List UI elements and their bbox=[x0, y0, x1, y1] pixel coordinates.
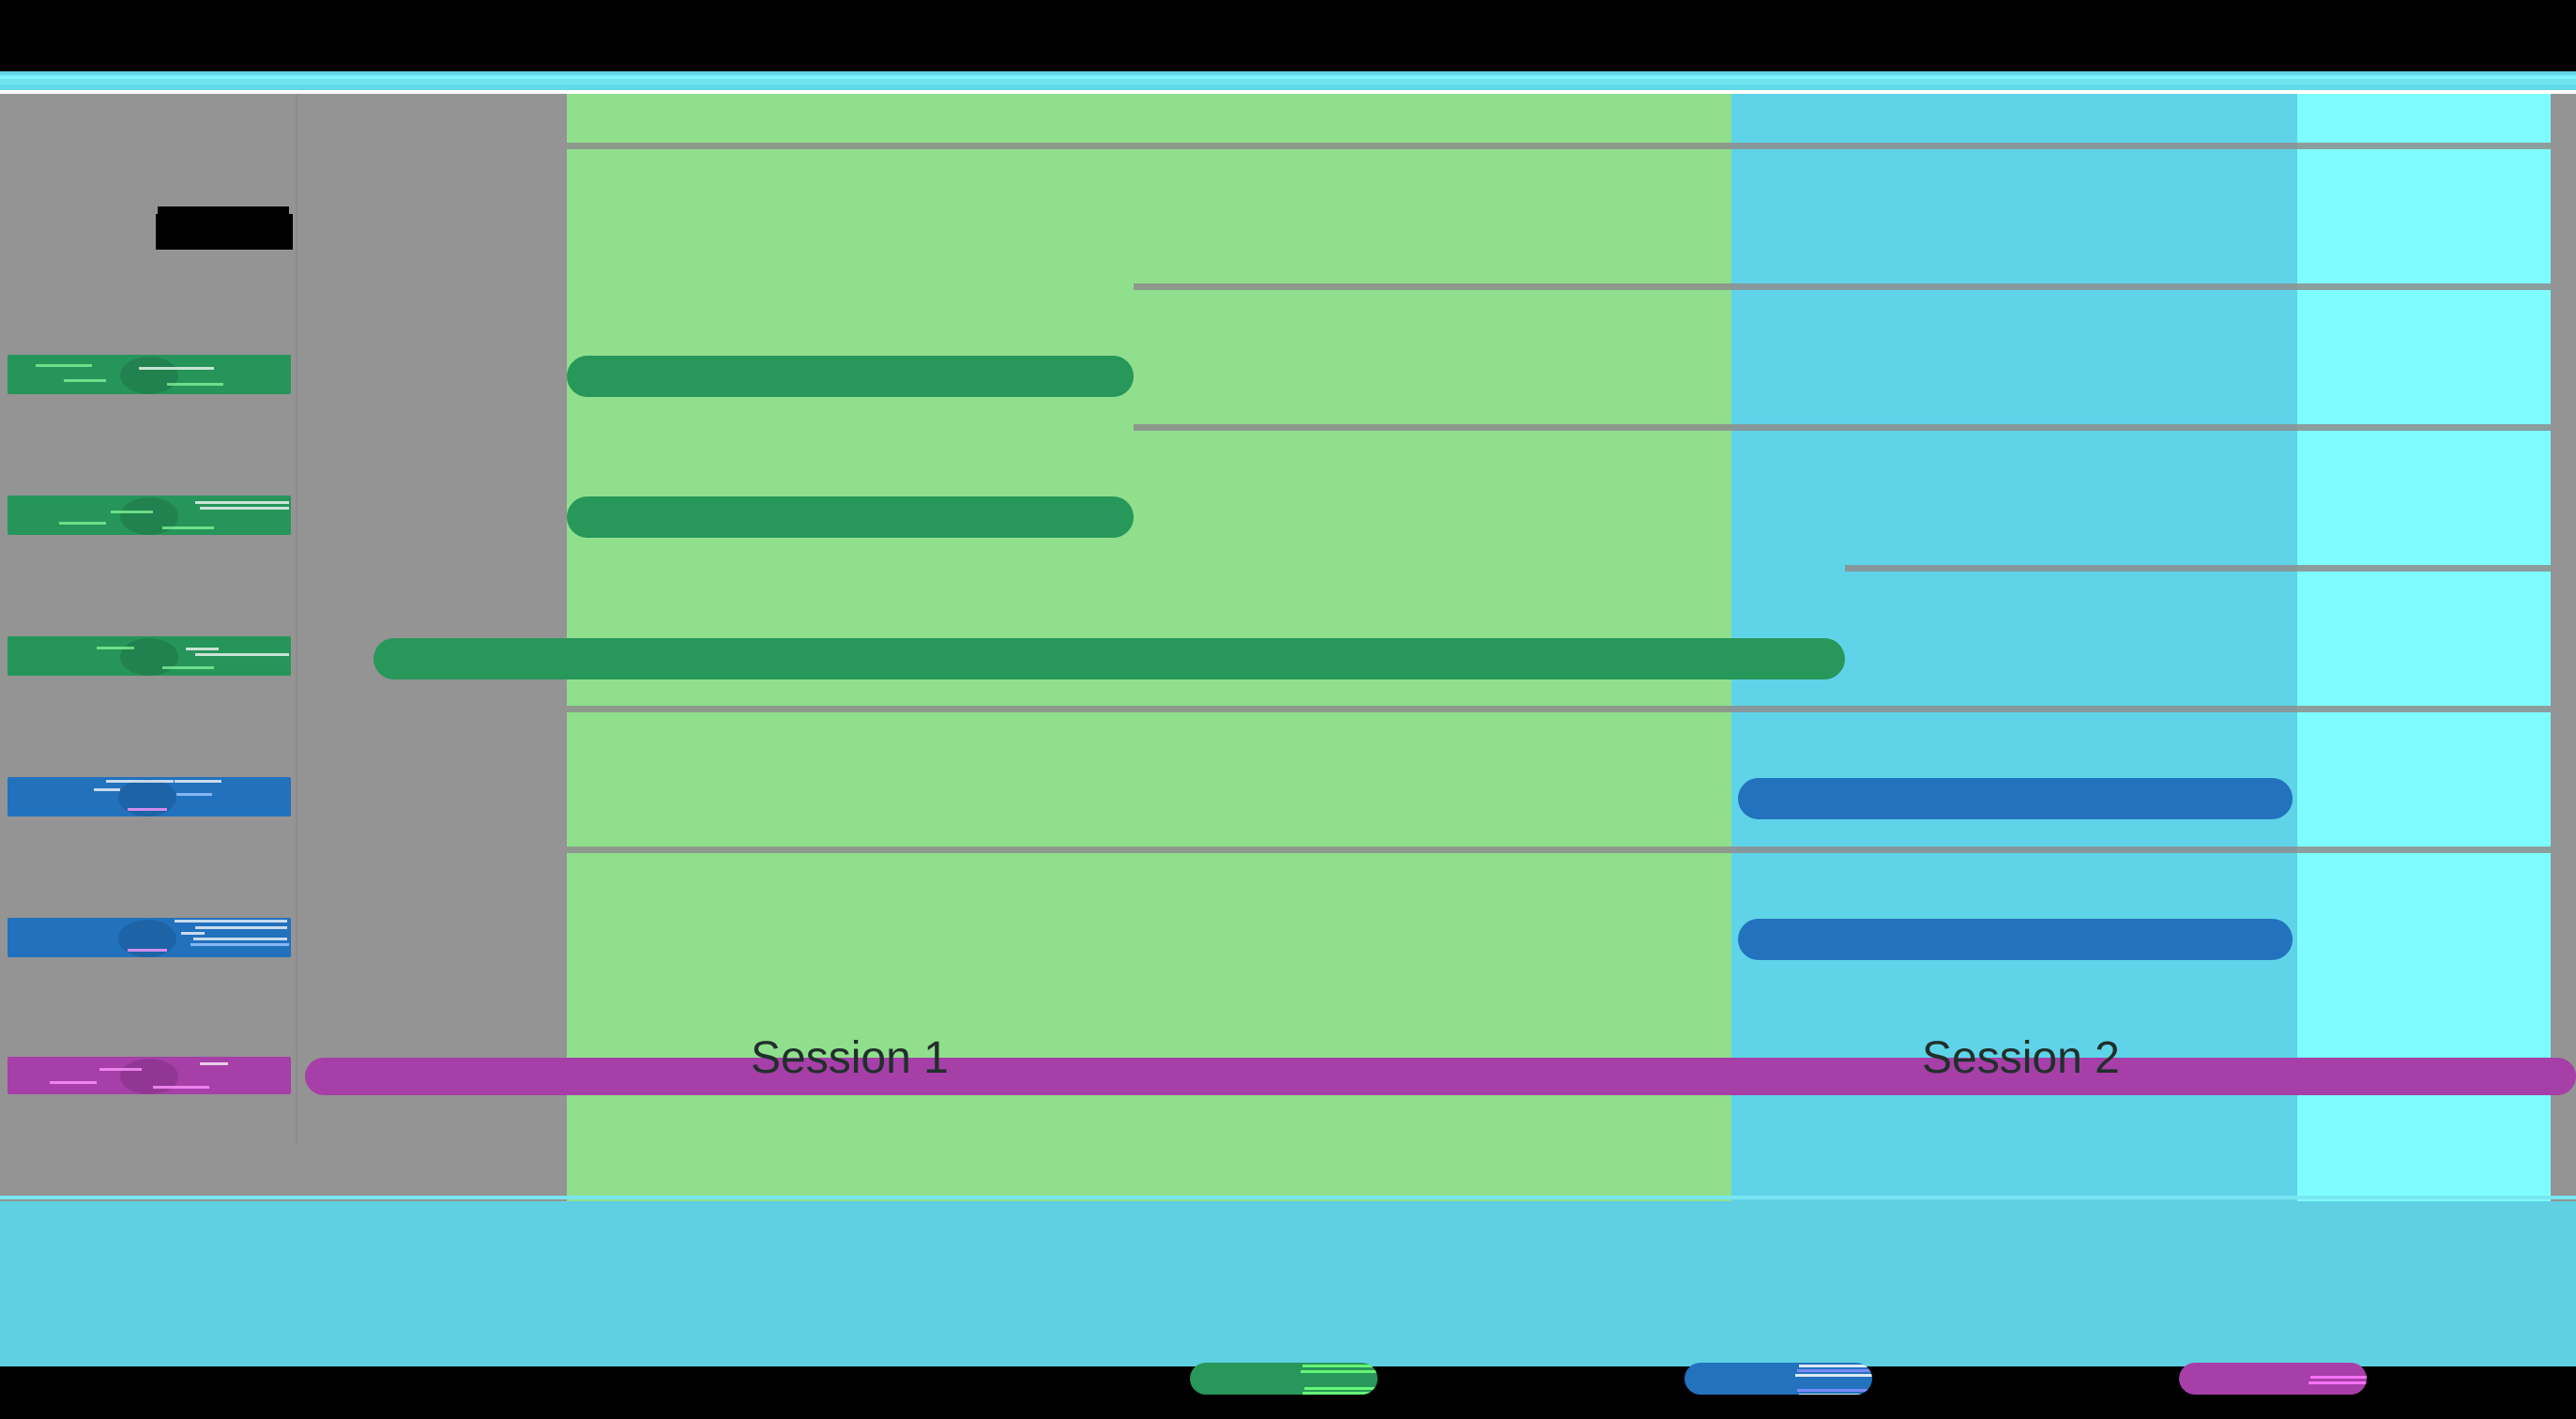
bar-row-1[interactable] bbox=[567, 356, 1134, 397]
chart-title-redacted-fill bbox=[156, 214, 293, 250]
right-edge-sliver bbox=[2551, 94, 2576, 1051]
category-label-6 bbox=[8, 1057, 291, 1094]
bar-row-6[interactable] bbox=[305, 1058, 2576, 1095]
accent-line-3 bbox=[0, 84, 2576, 90]
top-accent-strip bbox=[0, 71, 2576, 90]
footer-band bbox=[0, 1196, 2576, 1366]
gridline-3 bbox=[1845, 565, 2576, 572]
bar-row-2[interactable] bbox=[567, 496, 1134, 538]
gridline-1 bbox=[1134, 283, 2576, 290]
bar-row-5[interactable] bbox=[1738, 919, 2293, 960]
category-label-3-redaction bbox=[8, 636, 291, 676]
category-label-2 bbox=[8, 496, 291, 535]
gridline-0 bbox=[567, 143, 2576, 149]
session-2-caption: Session 2 bbox=[1922, 1033, 2120, 1083]
accent-line-1 bbox=[0, 71, 2576, 74]
category-label-1-redaction bbox=[8, 355, 291, 394]
accent-line-2 bbox=[0, 76, 2576, 79]
category-label-5-redaction bbox=[8, 918, 291, 957]
bar-row-3[interactable] bbox=[373, 638, 1845, 679]
legend-swatch-green[interactable] bbox=[1190, 1363, 1378, 1395]
category-label-2-redaction bbox=[8, 496, 291, 535]
legend-swatch-magenta[interactable] bbox=[2179, 1363, 2367, 1395]
session-band-3 bbox=[2297, 94, 2551, 1201]
gutter-separator bbox=[296, 94, 297, 1145]
category-label-1 bbox=[8, 355, 291, 394]
category-label-6-redaction bbox=[8, 1057, 291, 1094]
gridline-4 bbox=[567, 706, 2576, 712]
bar-row-4[interactable] bbox=[1738, 778, 2293, 819]
plot-area: Session 1 Session 2 bbox=[0, 94, 2576, 1201]
category-label-4-redaction bbox=[8, 777, 291, 816]
category-label-4 bbox=[8, 777, 291, 816]
footer-accent-line bbox=[0, 1196, 2576, 1199]
category-label-5 bbox=[8, 918, 291, 957]
chart-title-redacted bbox=[156, 206, 293, 250]
gridline-5 bbox=[567, 847, 2576, 853]
legend-swatch-blue[interactable] bbox=[1684, 1363, 1872, 1395]
category-label-3 bbox=[8, 636, 291, 676]
gridline-2 bbox=[1134, 424, 2576, 431]
session-1-caption: Session 1 bbox=[751, 1033, 949, 1083]
